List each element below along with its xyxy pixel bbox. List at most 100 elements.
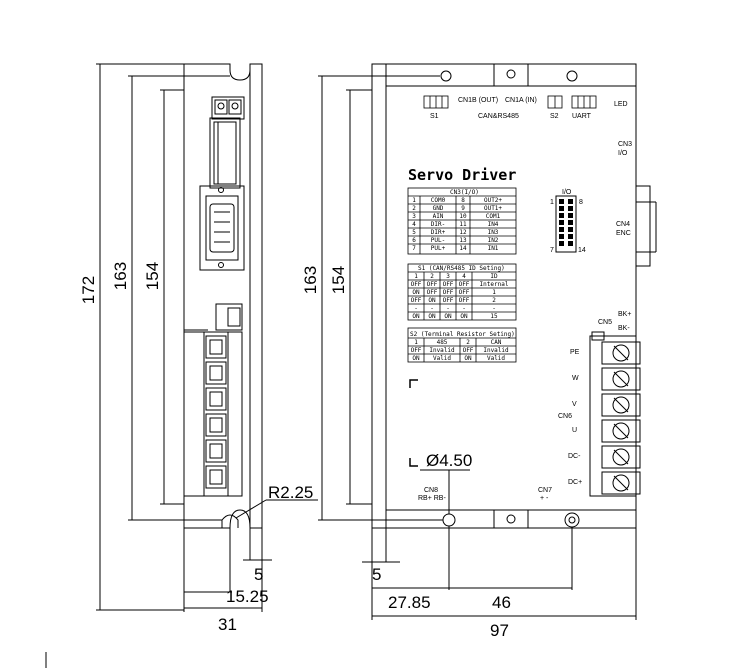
table-cell: Invalid [429,347,455,354]
label-s1: S1 [430,113,439,120]
side-body-outline [183,63,263,529]
table-cell: 1 [414,339,418,346]
label-cn6: CN6 [558,413,572,420]
table-cell: OUT1+ [484,205,502,212]
table-cell: OFF [443,289,454,296]
table-cell: 14 [459,245,467,252]
label-led: LED [614,101,628,108]
table-cell: OFF [411,281,422,288]
table-cell: COM1 [486,213,501,220]
front-dimensions [318,75,637,620]
label-can-rs485: CAN&RS485 [478,113,519,120]
table-cell: - [462,305,466,312]
table-cell: ON [464,355,472,362]
table-s2-title: S2 (Terminal Resistor Seting) [410,331,515,338]
table-cell: 11 [459,221,467,228]
table-cell: OFF [443,297,454,304]
label-cn4-enc: ENC [616,230,631,237]
side-dimension-labels: 172 163 154 R2.25 5 15.25 31 [79,262,313,634]
table-cell: 1 [492,289,496,296]
label-cn5: CN5 [598,319,612,326]
front-labels: S1 CN1B (OUT) CN1A (IN) CAN&RS485 S2 UAR… [418,97,632,502]
table-cell: ON [444,313,452,320]
table-cn3-title: CN3(I/O) [450,189,479,196]
label-cn8: CN8 [424,487,438,494]
front-bottom-hole-right [564,512,580,528]
label-dc-minus: DC- [568,453,581,460]
table-cell: AIN [433,213,444,220]
front-bottom-slot [442,513,456,527]
label-io-pin1: 1 [550,199,554,206]
label-cn3-io: I/O [618,150,628,157]
side-top-connector [211,96,245,120]
label-cn1a: CN1A (IN) [505,97,537,104]
side-view [183,63,263,529]
table-cell: - [414,305,418,312]
table-cell: Internal [480,281,509,288]
dim-154-front: 154 [329,266,348,294]
label-io-pin14: 14 [578,247,586,254]
front-terminal-block [589,331,641,497]
table-cell: ID [490,273,498,280]
table-cell: IN1 [488,245,499,252]
label-cn7: CN7 [538,487,552,494]
table-cell: 12 [459,229,467,236]
table-cell: ON [460,313,468,320]
table-cell: 6 [412,237,416,244]
table-cell: - [446,305,450,312]
table-cell: OFF [463,347,474,354]
table-cell: GND [433,205,444,212]
table-cell: 2 [492,297,496,304]
table-cell: PUL+ [431,245,446,252]
label-cn4: CN4 [616,221,630,228]
table-cell: 13 [459,237,467,244]
table-cell: OUT2+ [484,197,502,204]
table-cell: OFF [459,281,470,288]
label-bk-plus: BK+ [618,311,631,318]
table-cell: 1 [412,197,416,204]
table-cell: IN3 [488,229,499,236]
table-cell: ON [428,313,436,320]
table-cell: DIR- [431,221,445,228]
table-s1-title: S1 (CAN/RS485 ID Seting) [418,265,505,272]
table-cell: ON [428,297,436,304]
label-io-header: I/O [562,189,572,196]
table-cell: 8 [461,197,465,204]
table-cell: COM0 [431,197,446,204]
table-cell: OFF [443,281,454,288]
dim-154-side: 154 [143,262,162,290]
dim-15-25: 15.25 [226,587,269,606]
side-bk-connector [215,303,243,331]
table-cell: PUL- [431,237,445,244]
dim-hole-dia: Ø4.50 [426,451,472,470]
table-cell: 4 [412,221,416,228]
table-cell: OFF [459,289,470,296]
table-cell: CAN [491,339,502,346]
table-cell: 2 [430,273,434,280]
table-cell: ON [412,289,420,296]
label-v: V [572,401,577,408]
dim-97: 97 [490,621,509,640]
label-bk-minus: BK- [618,325,630,332]
table-cell: 4 [462,273,466,280]
table-cell: 10 [459,213,467,220]
table-cell: - [492,305,496,312]
dim-163-side: 163 [111,262,130,290]
front-title: Servo Driver [408,166,516,184]
side-encoder-connector [199,185,245,271]
dim-172: 172 [79,276,98,304]
dim-46: 46 [492,593,511,612]
table-cell: 15 [490,313,498,320]
label-cn7-pins: + - [540,495,549,502]
label-u: U [572,427,577,434]
top-switch-blocks [423,95,597,109]
table-cell: 2 [466,339,470,346]
table-cell: 5 [412,229,416,236]
front-top-hole-right [566,70,578,82]
table-cell: IN4 [488,221,499,228]
table-cell: OFF [459,297,470,304]
